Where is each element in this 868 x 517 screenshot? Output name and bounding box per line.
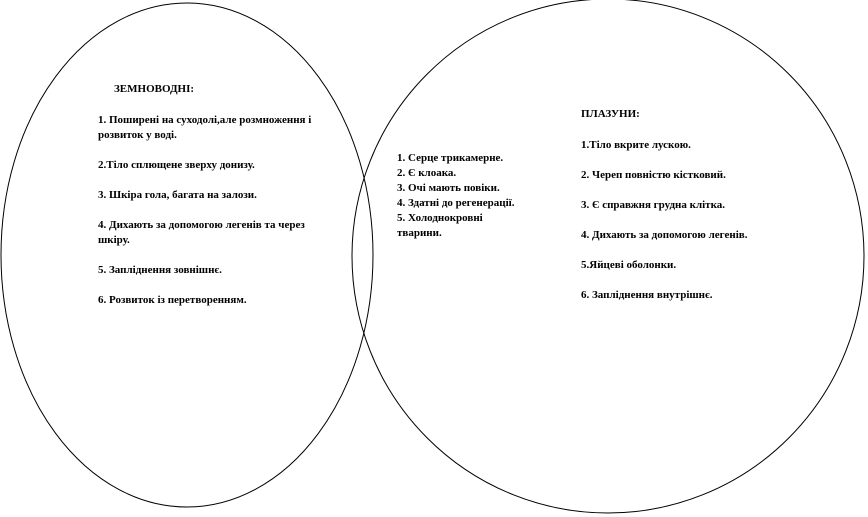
reptiles-circle [351, 0, 865, 514]
reptiles-trait-2: 2. Череп повністю кістковий. [581, 169, 726, 181]
shared-trait-2: 2. Є клоака. [397, 167, 457, 179]
shared-trait-5: 5. Холоднокровні тварини. [397, 212, 483, 239]
amphibians-trait-2: 2.Тіло сплющене зверху донизу. [98, 159, 255, 171]
amphibians-traits: ЗЕМНОВОДНІ: 1. Поширені на суходолі,але … [98, 82, 338, 323]
reptiles-trait-5: 5.Яйцеві оболонки. [581, 259, 677, 271]
shared-trait-3: 3. Очі мають повіки. [397, 182, 500, 194]
amphibians-trait-6: 6. Розвиток із перетворенням. [98, 294, 247, 306]
amphibians-trait-3: 3. Шкіра гола, багата на залози. [98, 189, 257, 201]
reptiles-traits: ПЛАЗУНИ: 1.Тіло вкрите лускою. 2. Череп … [581, 107, 781, 318]
reptiles-trait-3: 3. Є справжня грудна клітка. [581, 199, 726, 211]
amphibians-trait-1: 1. Поширені на суходолі,але розмноження … [98, 114, 312, 141]
amphibians-trait-4: 4. Дихають за допомогою легенів та через… [98, 219, 305, 246]
shared-traits: 1. Серце трикамерне. 2. Є клоака. 3. Очі… [397, 151, 515, 241]
reptiles-title: ПЛАЗУНИ: [581, 108, 640, 120]
reptiles-trait-4: 4. Дихають за допомогою легенів. [581, 229, 748, 241]
amphibians-title: ЗЕМНОВОДНІ: [114, 83, 195, 95]
amphibians-trait-5: 5. Запліднення зовнішнє. [98, 264, 222, 276]
reptiles-trait-1: 1.Тіло вкрите лускою. [581, 139, 691, 151]
shared-trait-1: 1. Серце трикамерне. [397, 152, 504, 164]
reptiles-trait-6: 6. Запліднення внутрішнє. [581, 289, 713, 301]
shared-trait-4: 4. Здатні до регенерації. [397, 197, 515, 209]
amphibians-circle [0, 2, 374, 508]
